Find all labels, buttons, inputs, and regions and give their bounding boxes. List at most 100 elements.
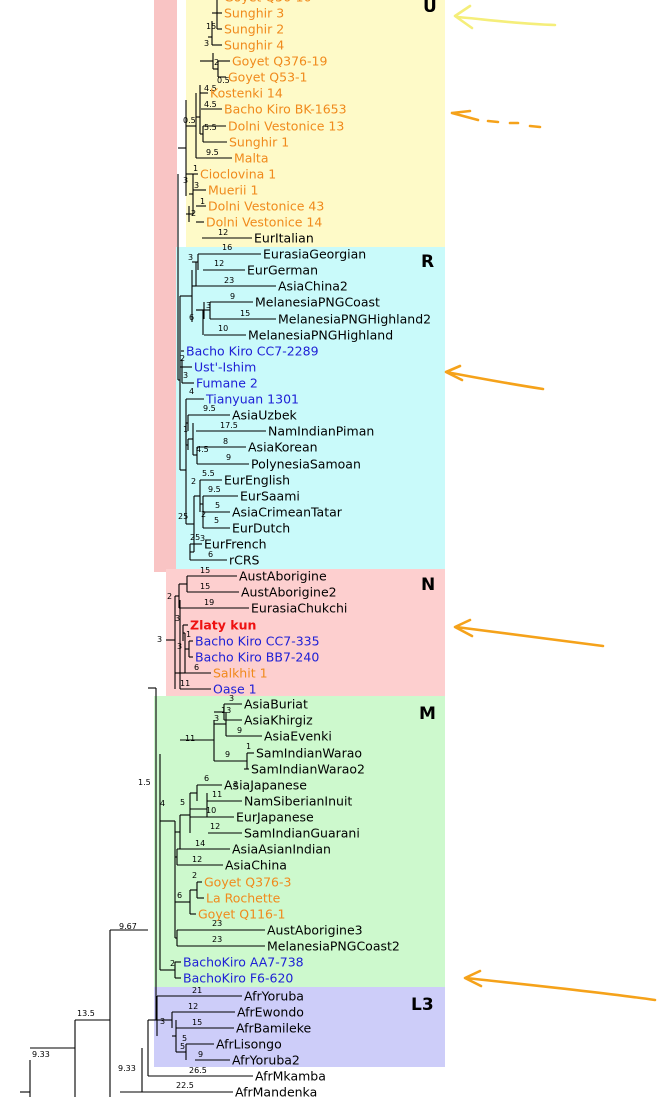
branch-length-label: 19 [204, 598, 214, 607]
branch-length-label: 2 [191, 209, 196, 218]
leaf-label: Fumane 2 [196, 376, 258, 391]
leaf-label: EurasiaChukchi [251, 601, 347, 616]
leaf-label: rCRS [229, 553, 260, 568]
branch-length-label: 9 [225, 750, 230, 759]
leaf-label: EurFrench [204, 537, 267, 552]
leaf-label: AfrMandenka [235, 1085, 317, 1097]
arrow-R-icon [444, 364, 545, 391]
branch-length-label: 2 [191, 477, 196, 486]
leaf-label: Zlaty kun [190, 618, 256, 633]
branch-length-label: 3 [188, 253, 193, 262]
branch-length-label: 5 [180, 1042, 185, 1051]
branch-length-label: 4.5 [204, 84, 217, 93]
branch-length-label: 5 [215, 501, 220, 510]
branch-length-label: 5 [182, 1034, 187, 1043]
branch-length-label: 2 [180, 354, 185, 363]
branch-length-label: 6 [194, 663, 199, 672]
leaf-label: Sunghir 2 [224, 22, 284, 37]
leaf-label: Bacho Kiro BB7-240 [195, 650, 319, 665]
branch-length-label: 12 [188, 1002, 198, 1011]
branch-length-label: 5 [214, 516, 219, 525]
leaf-label: Bacho Kiro CC7-2289 [186, 344, 319, 359]
branch-length-label: 4 [189, 387, 194, 396]
leaf-label: EurEnglish [224, 473, 290, 488]
branch-length-label: 3 [175, 614, 180, 623]
branch-length-label: 1.5 [138, 778, 151, 787]
branch-length-label: 1 [200, 197, 205, 206]
leaf-label: BachoKiro AA7-738 [183, 955, 304, 970]
leaf-label: Cioclovina 1 [200, 167, 276, 182]
branch-length-label: 3 [200, 534, 205, 543]
leaf-label: Oase 1 [213, 682, 257, 697]
leaf-label: AsiaEvenki [264, 729, 332, 744]
leaf-label: AsiaBuriat [244, 697, 308, 712]
branch-length-label: 1 [193, 164, 198, 173]
leaf-label: SamIndianWarao [256, 746, 362, 761]
leaf-label: AfrYoruba2 [232, 1053, 300, 1068]
branch-length-label: 1 [186, 630, 191, 639]
leaf-label: EurGerman [247, 263, 318, 278]
branch-length-label: 11 [212, 790, 222, 799]
leaf-label: BachoKiro F6-620 [183, 971, 293, 986]
branch-length-label: 9 [237, 726, 242, 735]
branch-length-label: 9.5 [203, 404, 216, 413]
branch-length-label: 1 [246, 742, 251, 751]
band-R [176, 247, 445, 569]
annotation-arrows [444, 4, 657, 1002]
branch-length-label: 13 [221, 706, 231, 715]
branch-length-label: 5 [180, 798, 185, 807]
branch-length-label: 12 [192, 855, 202, 864]
branch-length-label: 14 [195, 839, 205, 848]
branch-length-label: 2 [192, 871, 197, 880]
branch-length-label: 13.5 [77, 1009, 95, 1018]
leaf-label: EurDutch [232, 521, 290, 536]
leaf-label: MelanesiaPNGHighland2 [278, 312, 431, 327]
branch-length-label: 5.5 [204, 123, 217, 132]
leaf-label: MelanesiaPNGCoast [255, 295, 380, 310]
branch-length-label: 15 [206, 22, 216, 31]
haplogroup-label-R: R [421, 252, 434, 272]
branch-length-label: 9.33 [118, 1064, 136, 1073]
arrow-U-icon [453, 4, 557, 30]
leaf-label: EurSaami [240, 489, 300, 504]
branch-length-label: 4 [160, 799, 165, 808]
branch-length-label: 0.5 [183, 116, 196, 125]
branch-length-label: 9 [230, 292, 235, 301]
leaf-label: SamIndianWarao2 [251, 762, 365, 777]
leaf-label: MelanesiaPNGHighland [248, 328, 393, 343]
leaf-label: AfrEwondo [237, 1005, 304, 1020]
leaf-label: Malta [234, 151, 268, 166]
leaf-label: AustAborigine [239, 569, 327, 584]
band-M [154, 696, 445, 987]
branch-length-label: 8 [223, 437, 228, 446]
leaf-label: Goyet Q116-1 [198, 907, 285, 922]
branch-length-label: 10 [218, 324, 228, 333]
leaf-label: EurItalian [254, 231, 314, 246]
branch-length-label: 2 [201, 510, 206, 519]
leaf-label: Salkhit 1 [213, 666, 268, 681]
branch-length-label: 22.5 [176, 1081, 194, 1090]
leaf-label: Bacho Kiro BK-1653 [224, 102, 347, 117]
arrow-zlaty-kun-icon [453, 618, 605, 648]
haplogroup-label-N: N [421, 575, 435, 595]
haplogroup-bands [154, 0, 445, 1067]
branch-length-label: 23 [224, 276, 234, 285]
branch-length-label: 15 [200, 566, 210, 575]
tree-branches [20, 0, 276, 1097]
branch-length-label: 6 [204, 774, 209, 783]
leaf-label: AsiaKorean [248, 440, 318, 455]
branch-length-label: 25 [190, 533, 200, 542]
branch-length-label: 15 [206, 0, 216, 1]
branch-length-label: 2 [170, 959, 175, 968]
leaf-label: Goyet Q53-1 [228, 70, 308, 85]
branch-length-label: 6 [177, 891, 182, 900]
leaf-label: AustAborigine2 [241, 585, 337, 600]
branch-length-label: 15 [200, 582, 210, 591]
leaf-label: AsiaKhirgiz [244, 713, 313, 728]
branch-length-label: 5.5 [202, 469, 215, 478]
band-N [166, 569, 445, 696]
leaf-label: NamIndianPiman [268, 424, 374, 439]
branch-length-label: 3 [183, 176, 188, 185]
arrow-bacho-kiro-bk1653-icon [450, 109, 542, 129]
band-U [186, 0, 445, 247]
